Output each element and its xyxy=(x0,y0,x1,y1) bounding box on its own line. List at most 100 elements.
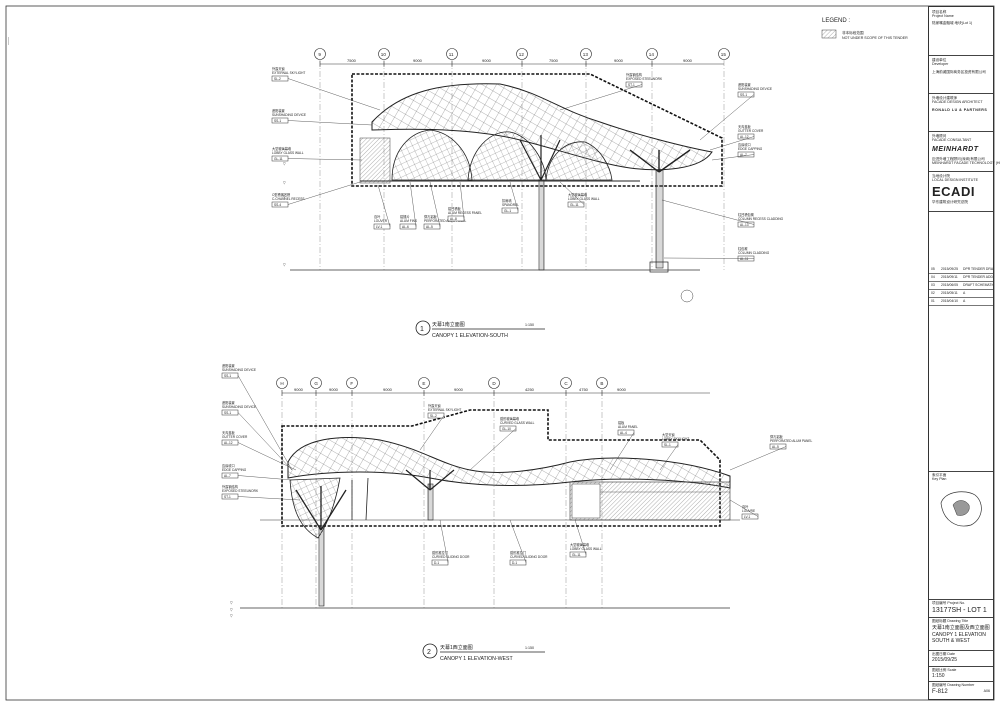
grid-bubble xyxy=(580,48,592,60)
legend-item-en: NOT UNDER SCOPE OF THIS TENDER xyxy=(842,36,908,40)
consultant-sub: 迈进外墙工程顾问(深圳)有限公司 MEINHARDT FACADE TECHNO… xyxy=(932,157,1000,166)
drawing-title-cn-west: 天幕1西立面图 xyxy=(440,644,473,651)
callout-tag: SS-1 xyxy=(274,119,281,123)
grid-label: 15 xyxy=(721,52,727,57)
leader-line xyxy=(709,136,755,151)
date: 2015/09/25 xyxy=(932,657,958,663)
project-name: 陆家嘴金融城 地块(Lot 1) xyxy=(932,21,973,25)
revision-rev: 02 xyxy=(931,291,935,295)
drawing-no: F-812 xyxy=(932,689,948,695)
dimension-value: 9000 xyxy=(383,387,393,392)
callout-en: CURVED GLASS WALL xyxy=(500,421,535,425)
leader-line xyxy=(237,412,293,471)
callout-cn: 弧形推拉门 xyxy=(510,550,526,555)
grid-bubble xyxy=(560,377,572,389)
facade-consultant-label: 外墙顾问 FACADE CONSULTANT xyxy=(932,134,972,143)
grid-bubble xyxy=(596,377,608,389)
callout-en: EXTERNAL SKYLIGHT xyxy=(428,408,461,412)
dimension-value: 4750 xyxy=(579,387,589,392)
callout-cn: 百叶 xyxy=(742,504,749,509)
dimension-value: 9000 xyxy=(294,387,304,392)
grid-label: 9 xyxy=(318,52,321,57)
callout-en: LOBBY SKYLIGHT xyxy=(662,437,689,441)
leader-line xyxy=(559,181,585,205)
grid-bubble xyxy=(378,48,390,60)
revision-cloud-west xyxy=(281,409,721,527)
callout-cn: 大堂玻璃幕墙 xyxy=(570,542,590,547)
grid-bubble xyxy=(418,377,430,389)
leader-line xyxy=(419,415,445,451)
leader-line xyxy=(509,181,519,211)
callout-cn: 铝板 xyxy=(618,420,625,425)
grid-label: G xyxy=(314,381,318,386)
callout-cn: 柱凹槽包覆 xyxy=(738,212,755,217)
callout-en: SUNSHADING DEVICE xyxy=(222,405,256,409)
leader-line xyxy=(729,446,787,471)
leader-line xyxy=(237,475,293,481)
leader-line xyxy=(659,444,679,471)
callout-cn: 遮阳装置 xyxy=(738,82,751,87)
grid-bubble xyxy=(346,377,358,389)
drawing-title-en-west: CANOPY 1 ELEVATION-WEST xyxy=(440,656,513,662)
grid-label: 13 xyxy=(583,52,589,57)
callout-cn: 铝凹槽板 xyxy=(448,206,462,211)
revision-rev: 01 xyxy=(931,299,935,303)
drawing-no-label: 图纸编号 Drawing Number xyxy=(932,683,975,687)
callout-cn: 天沟盖板 xyxy=(738,124,752,129)
dimension-value: 9000 xyxy=(614,58,624,63)
leader-line xyxy=(287,181,361,205)
callout-tag: SS-1 xyxy=(740,93,747,97)
leader-line xyxy=(663,257,755,259)
project-name-label: 项目名称 Project Name xyxy=(932,10,954,19)
dimension-value: 7500 xyxy=(549,58,559,63)
legend: LEGEND : 非本标段范围 NOT UNDER SCOPE OF THIS … xyxy=(821,18,908,40)
callout-cn: 拱肩墙 xyxy=(502,198,512,203)
grid-bubble xyxy=(310,377,322,389)
callout-en: LOBBY GLASS WALL xyxy=(568,197,600,201)
callout-tag: SL-1 xyxy=(664,443,671,447)
callout-tag: AL-12 xyxy=(224,441,233,445)
callout-tag: SS-1 xyxy=(224,374,231,378)
ldi-label: 当地设计院 LOCAL DESIGN INSTITUTE xyxy=(932,174,978,183)
dimension-value: 9000 xyxy=(482,58,492,63)
facade-architect-label: 外墙设计建筑师 FACADE DESIGN ARCHITECT xyxy=(932,96,983,105)
revision-desc: DRAFT SCHEMATIC xyxy=(963,283,993,287)
ldi-sub: 华东建筑设计研究总院 xyxy=(932,200,968,204)
grid-bubble xyxy=(516,48,528,60)
dimension-value: 9000 xyxy=(454,387,464,392)
date-label: 出图日期 Date xyxy=(932,652,955,656)
callout-en: ALUM PANEL xyxy=(618,425,638,429)
callout-en: EDGE CAPPING xyxy=(222,468,247,472)
drawing-title-en-south: CANOPY 1 ELEVATION-SOUTH xyxy=(432,333,508,339)
callout-cn: 边缘收口 xyxy=(222,463,235,468)
revision-desc: DPR TENDER ADDENDUM xyxy=(963,275,993,279)
callout-tag: AL-11 xyxy=(740,257,748,261)
dimension-value: 7500 xyxy=(347,58,357,63)
callout-en: EXPOSED STEELWORK xyxy=(626,77,663,81)
meinhardt-logo: MEINHARDT xyxy=(932,146,979,153)
callout-tag: SL-2 xyxy=(274,77,281,81)
callout-en: EXPOSED STEELWORK xyxy=(222,489,259,493)
project-no: 13177SH - LOT 1 xyxy=(932,607,987,614)
callout-cn: 遮阳装置 xyxy=(272,108,285,113)
leader-line xyxy=(661,199,755,225)
drawing-title-label: 图纸标题 Drawing Title xyxy=(932,619,969,623)
callout-tag: ST-1 xyxy=(628,83,635,87)
legend-swatch xyxy=(821,29,837,39)
grid-label: 14 xyxy=(649,52,655,57)
svg-text:▽: ▽ xyxy=(283,181,286,185)
callout-cn: 穿孔铝板 xyxy=(424,214,438,219)
drawing-scale-south: 1:150 xyxy=(525,323,534,327)
leader-line xyxy=(429,181,441,227)
leader-line xyxy=(377,184,391,227)
grid-bubble xyxy=(718,48,730,60)
callout-cn: 外露钢结构 xyxy=(222,484,238,489)
